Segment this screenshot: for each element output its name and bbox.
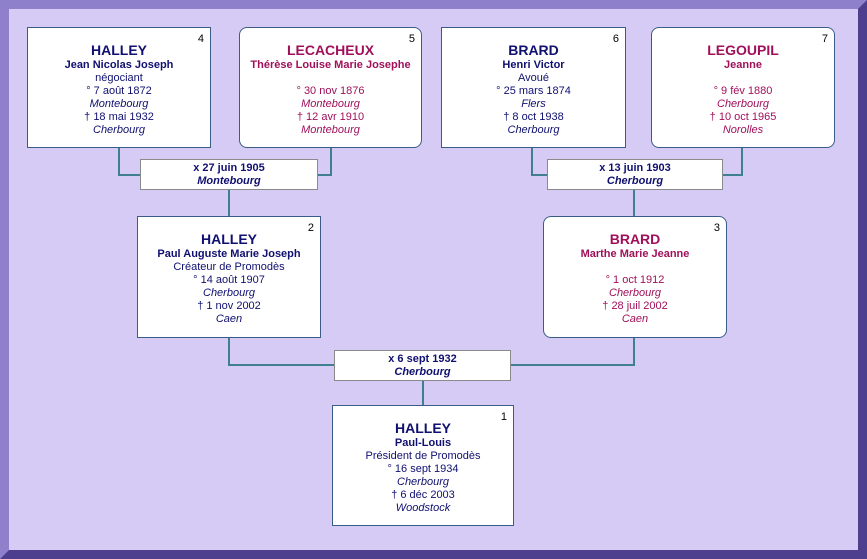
given-names: Henri Victor [502, 59, 565, 71]
birth-date: ° 25 mars 1874 [496, 85, 571, 97]
birth-date: ° 16 sept 1934 [387, 463, 459, 475]
death-place: Cherbourg [93, 124, 145, 136]
given-names: Jean Nicolas Joseph [64, 59, 174, 71]
birth-place: Cherbourg [609, 287, 661, 299]
person-card-4[interactable]: 4 HALLEY Jean Nicolas Joseph négociant °… [27, 27, 211, 148]
death-place: Norolles [722, 124, 764, 136]
marriage-date: x 6 sept 1932 [388, 353, 457, 365]
surname: HALLEY [201, 231, 257, 247]
birth-date: ° 7 août 1872 [86, 85, 152, 97]
given-names: Paul Auguste Marie Joseph [157, 248, 301, 260]
surname: HALLEY [395, 420, 451, 436]
connector-line [721, 174, 743, 176]
connector-line [118, 147, 120, 176]
occupation [240, 72, 421, 85]
death-date: † 6 déc 2003 [391, 489, 455, 501]
occupation [652, 72, 834, 85]
connector-line [741, 147, 743, 176]
given-names: Thérèse Louise Marie Josephe [250, 59, 411, 71]
death-place: Caen [215, 313, 243, 325]
sosa-number: 1 [500, 411, 507, 423]
death-date: † 1 nov 2002 [197, 300, 261, 312]
surname: LEGOUPIL [707, 42, 779, 58]
occupation [544, 261, 726, 274]
occupation: Créateur de Promodès [173, 261, 285, 273]
given-names: Paul-Louis [394, 437, 452, 449]
occupation: Avoué [518, 72, 549, 84]
birth-date: ° 1 oct 1912 [605, 274, 665, 286]
birth-place: Montebourg [301, 98, 360, 110]
surname: HALLEY [91, 42, 147, 58]
sosa-number: 6 [612, 33, 619, 45]
birth-date: ° 14 août 1907 [193, 274, 265, 286]
death-date: † 8 oct 1938 [503, 111, 564, 123]
person-card-5[interactable]: 5 LECACHEUX Thérèse Louise Marie Josephe… [239, 27, 422, 148]
birth-date: ° 30 nov 1876 [296, 85, 365, 97]
marriage-box-4-5: x 27 juin 1905 Montebourg [140, 159, 318, 190]
occupation: négociant [95, 72, 143, 84]
occupation: Président de Promodès [365, 450, 481, 462]
birth-place: Flers [521, 98, 546, 110]
connector-line [531, 174, 549, 176]
death-date: † 28 juil 2002 [602, 300, 668, 312]
surname: LECACHEUX [286, 42, 375, 58]
death-date: † 18 mai 1932 [84, 111, 154, 123]
death-place: Woodstock [395, 502, 451, 514]
surname: BRARD [609, 231, 661, 247]
connector-line [118, 174, 142, 176]
birth-date: ° 9 fév 1880 [713, 85, 773, 97]
sosa-number: 7 [821, 33, 828, 45]
surname: BRARD [508, 42, 559, 58]
sosa-number: 3 [713, 222, 720, 234]
death-date: † 12 avr 1910 [296, 111, 365, 123]
connector-line [228, 189, 230, 217]
person-card-3[interactable]: 3 BRARD Marthe Marie Jeanne ° 1 oct 1912… [543, 216, 727, 338]
connector-line [422, 379, 424, 406]
marriage-place: Cherbourg [606, 175, 664, 187]
person-card-7[interactable]: 7 LEGOUPIL Jeanne ° 9 fév 1880 Cherbourg… [651, 27, 835, 148]
marriage-date: x 13 juin 1903 [599, 162, 671, 174]
given-names: Jeanne [724, 59, 762, 71]
connector-line [509, 364, 635, 366]
death-place: Caen [621, 313, 649, 325]
connector-line [316, 174, 332, 176]
birth-place: Cherbourg [203, 287, 255, 299]
connector-line [330, 147, 332, 176]
marriage-place: Montebourg [197, 175, 261, 187]
death-date: † 10 oct 1965 [709, 111, 777, 123]
connector-line [228, 364, 336, 366]
marriage-box-6-7: x 13 juin 1903 Cherbourg [547, 159, 723, 190]
marriage-date: x 27 juin 1905 [193, 162, 265, 174]
sosa-number: 5 [408, 33, 415, 45]
marriage-place: Cherbourg [394, 366, 451, 378]
death-place: Cherbourg [507, 124, 560, 136]
sosa-number: 4 [197, 33, 204, 45]
connector-line [228, 337, 230, 366]
connector-line [633, 337, 635, 366]
death-place: Montebourg [301, 124, 360, 136]
person-card-2[interactable]: 2 HALLEY Paul Auguste Marie Joseph Créat… [137, 216, 321, 338]
person-card-6[interactable]: 6 BRARD Henri Victor Avoué ° 25 mars 187… [441, 27, 626, 148]
birth-place: Cherbourg [397, 476, 449, 488]
person-card-1[interactable]: 1 HALLEY Paul-Louis Président de Promodè… [332, 405, 514, 526]
marriage-box-2-3: x 6 sept 1932 Cherbourg [334, 350, 511, 381]
birth-place: Cherbourg [717, 98, 769, 110]
connector-line [531, 147, 533, 176]
given-names: Marthe Marie Jeanne [580, 248, 690, 260]
birth-place: Montebourg [89, 98, 149, 110]
connector-line [633, 189, 635, 217]
sosa-number: 2 [307, 222, 314, 234]
